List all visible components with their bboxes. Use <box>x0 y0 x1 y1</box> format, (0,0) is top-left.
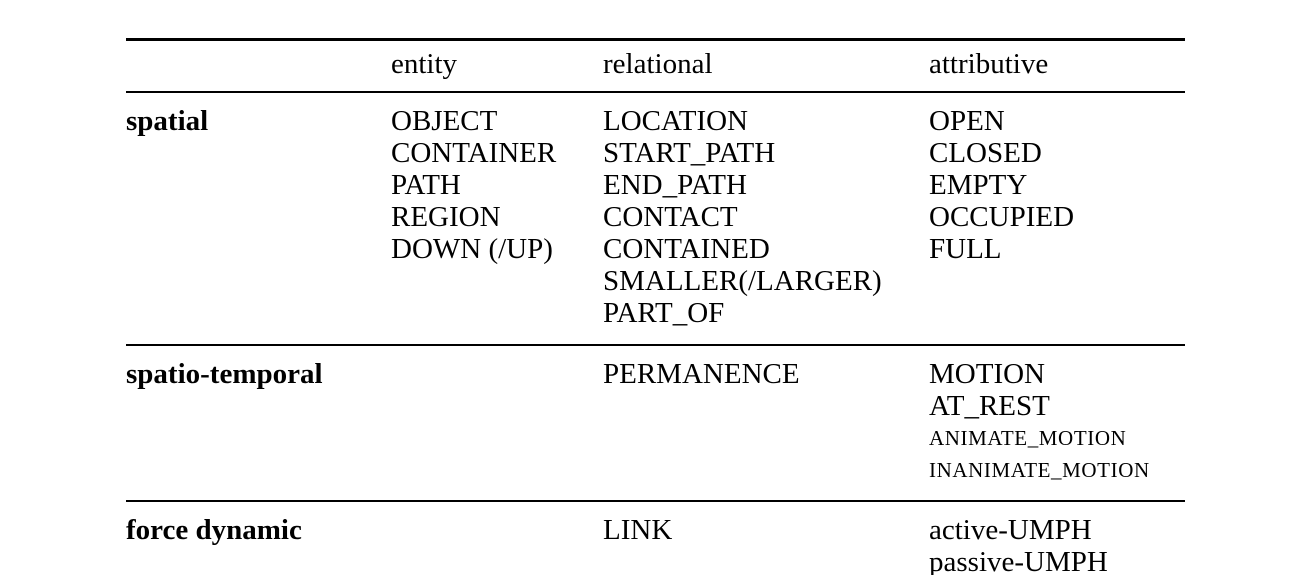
ontology-table: entity relational attributive spatial <box>126 38 1185 575</box>
row-category-cell: spatio-temporal <box>126 345 391 501</box>
ontology-table-wrapper: entity relational attributive spatial <box>126 38 1185 575</box>
relational-list: LINK <box>603 514 929 546</box>
table-header-row: entity relational attributive <box>126 39 1185 93</box>
list-item: OPEN <box>929 105 1005 137</box>
header-cell-relational: relational <box>603 40 929 93</box>
row-entity-cell <box>391 345 603 501</box>
entity-list: OBJECT CONTAINER PATH REGION DOWN (/UP) <box>391 105 603 265</box>
list-item: DOWN (/UP) <box>391 233 553 265</box>
list-item: CONTACT <box>603 201 738 233</box>
header-label-category <box>126 66 391 73</box>
list-item: START_PATH <box>603 137 776 169</box>
table-row: force dynamic LINK active-UMPH passive-U <box>126 501 1185 575</box>
list-item: PERMANENCE <box>603 358 800 390</box>
header-label-relational: relational <box>603 48 713 80</box>
list-item: REGION <box>391 201 501 233</box>
list-item: ANIMATE_MOTION <box>929 426 1127 450</box>
list-item: LOCATION <box>603 105 748 137</box>
row-category-cell: force dynamic <box>126 501 391 575</box>
row-attributive-cell: OPEN CLOSED EMPTY OCCUPIED FULL <box>929 92 1185 345</box>
row-category-cell: spatial <box>126 92 391 345</box>
table-header: entity relational attributive <box>126 39 1185 93</box>
row-attributive-cell: MOTION AT_REST ANIMATE_MOTION INANIMATE_… <box>929 345 1185 501</box>
list-item: OBJECT <box>391 105 498 137</box>
list-item: CONTAINED <box>603 233 770 265</box>
attributive-list: OPEN CLOSED EMPTY OCCUPIED FULL <box>929 105 1185 265</box>
list-item: AT_REST <box>929 390 1050 422</box>
header-cell-entity: entity <box>391 40 603 93</box>
attributive-list: MOTION AT_REST ANIMATE_MOTION INANIMATE_… <box>929 358 1185 486</box>
row-entity-cell <box>391 501 603 575</box>
list-item: FULL <box>929 233 1002 265</box>
list-item: MOTION <box>929 358 1045 390</box>
list-item: OCCUPIED <box>929 201 1075 233</box>
table-row: spatial OBJECT CONTAINER PATH REGION DOW… <box>126 92 1185 345</box>
header-cell-category <box>126 40 391 93</box>
row-relational-cell: LOCATION START_PATH END_PATH CONTACT CON… <box>603 92 929 345</box>
table-row: spatio-temporal PERMANENCE MOTION AT_RES <box>126 345 1185 501</box>
row-category-label: spatio-temporal <box>126 358 323 390</box>
list-item: PATH <box>391 169 461 201</box>
list-item: PART_OF <box>603 297 725 329</box>
list-item: SMALLER(/LARGER) <box>603 265 882 297</box>
row-entity-cell: OBJECT CONTAINER PATH REGION DOWN (/UP) <box>391 92 603 345</box>
list-item: INANIMATE_MOTION <box>929 458 1150 482</box>
list-item: passive-UMPH <box>929 546 1108 575</box>
list-item: active-UMPH <box>929 514 1092 546</box>
row-category-label: force dynamic <box>126 514 302 546</box>
relational-list: PERMANENCE <box>603 358 929 390</box>
list-item: CONTAINER <box>391 137 557 169</box>
row-relational-cell: PERMANENCE <box>603 345 929 501</box>
row-attributive-cell: active-UMPH passive-UMPH <box>929 501 1185 575</box>
relational-list: LOCATION START_PATH END_PATH CONTACT CON… <box>603 105 929 329</box>
list-item: EMPTY <box>929 169 1028 201</box>
header-cell-attributive: attributive <box>929 40 1185 93</box>
list-item: LINK <box>603 514 673 546</box>
list-item: CLOSED <box>929 137 1042 169</box>
row-relational-cell: LINK <box>603 501 929 575</box>
table-body: spatial OBJECT CONTAINER PATH REGION DOW… <box>126 92 1185 575</box>
attributive-list: active-UMPH passive-UMPH <box>929 514 1185 575</box>
list-item: END_PATH <box>603 169 747 201</box>
row-category-label: spatial <box>126 105 209 137</box>
header-label-entity: entity <box>391 48 458 80</box>
header-label-attributive: attributive <box>929 48 1049 80</box>
